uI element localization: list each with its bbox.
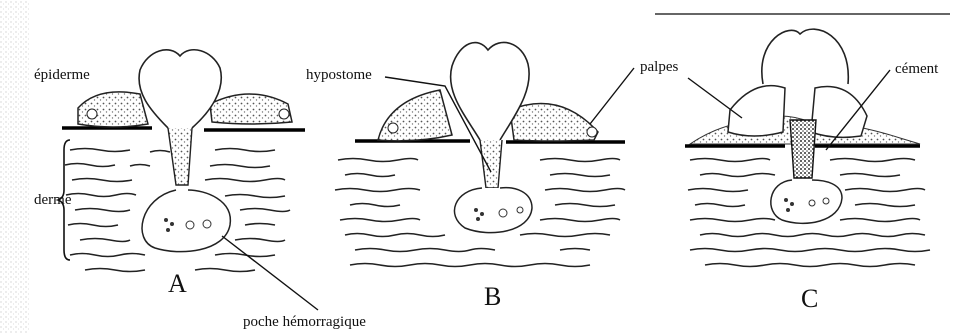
label-cement: cément [895, 62, 938, 77]
label-derme: derme [34, 193, 71, 208]
margin-texture [0, 0, 30, 333]
palp-a-right [210, 94, 292, 124]
panel-c-drawing [685, 29, 930, 266]
palp-a-left [78, 92, 148, 127]
panel-b-drawing [335, 42, 634, 266]
hypostome-b [480, 140, 502, 188]
tick-body-a [139, 50, 221, 128]
tick-body-c [762, 29, 848, 84]
poche-pointer [222, 236, 318, 310]
palpes-pointer-c [688, 78, 742, 118]
label-poche-hemorragique: poche hémorragique [243, 315, 366, 330]
pocket-c [771, 180, 842, 223]
palp-c-left [728, 86, 785, 136]
panel-a-drawing [58, 50, 318, 310]
palp-c-right [811, 87, 867, 138]
label-epiderme: épiderme [34, 68, 90, 83]
label-palpes: palpes [640, 60, 678, 75]
palpes-pointer-b [590, 68, 634, 124]
palp-b-left [378, 90, 452, 141]
hypostome-a [168, 128, 192, 185]
panel-label-a: A [168, 271, 187, 297]
palp-b-right [510, 104, 598, 141]
panel-label-b: B [484, 284, 501, 310]
label-hypostome: hypostome [306, 68, 372, 83]
pocket-a [142, 190, 230, 252]
panel-label-c: C [801, 286, 818, 312]
pocket-b [454, 188, 532, 233]
cement-plug [790, 120, 816, 178]
